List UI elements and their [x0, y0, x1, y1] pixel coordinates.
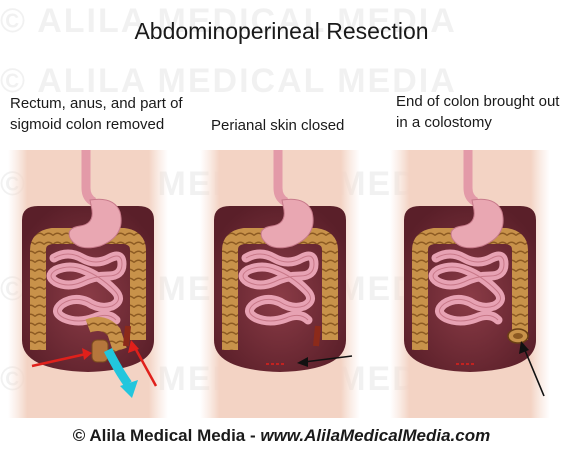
cyan-removal-arrow [103, 347, 132, 387]
footer-url: www.AlilaMedicalMedia.com [260, 426, 491, 445]
sigmoid-segment [85, 317, 127, 353]
red-arrow-left [31, 352, 87, 368]
panel-caption-skin-closed: Perianal skin closed [211, 117, 345, 134]
abdomen-illustration [8, 150, 168, 418]
red-arrowhead-right [128, 340, 139, 353]
black-arrow [303, 355, 353, 363]
stoma-opening [513, 333, 523, 339]
panel-caption-removed: Rectum, anus, and part of sigmoid colon … [10, 95, 183, 133]
panel-caption-colostomy: End of colon brought out in a colostomy [396, 93, 560, 131]
footer-prefix: © Alila Medical Media - [72, 426, 261, 445]
black-arrow [523, 347, 545, 397]
panel-skin-closed [200, 150, 360, 418]
rectum-segment [91, 339, 109, 363]
red-arrowhead-left [82, 348, 92, 360]
colon-cut-end [123, 325, 131, 347]
diagram-title: Abdominoperineal Resection [134, 18, 429, 44]
panel-colostomy [390, 150, 550, 418]
black-arrowhead [519, 341, 529, 354]
abdomen-illustration [390, 150, 550, 418]
red-arrow-right [132, 345, 158, 387]
colon-cut-end [313, 325, 321, 347]
panel-rectum-removed [8, 150, 168, 418]
abdomen-illustration [200, 150, 360, 418]
cyan-arrowhead [120, 380, 138, 398]
copyright-footer: © Alila Medical Media - www.AlilaMedical… [0, 426, 563, 446]
black-arrowhead [297, 357, 308, 367]
